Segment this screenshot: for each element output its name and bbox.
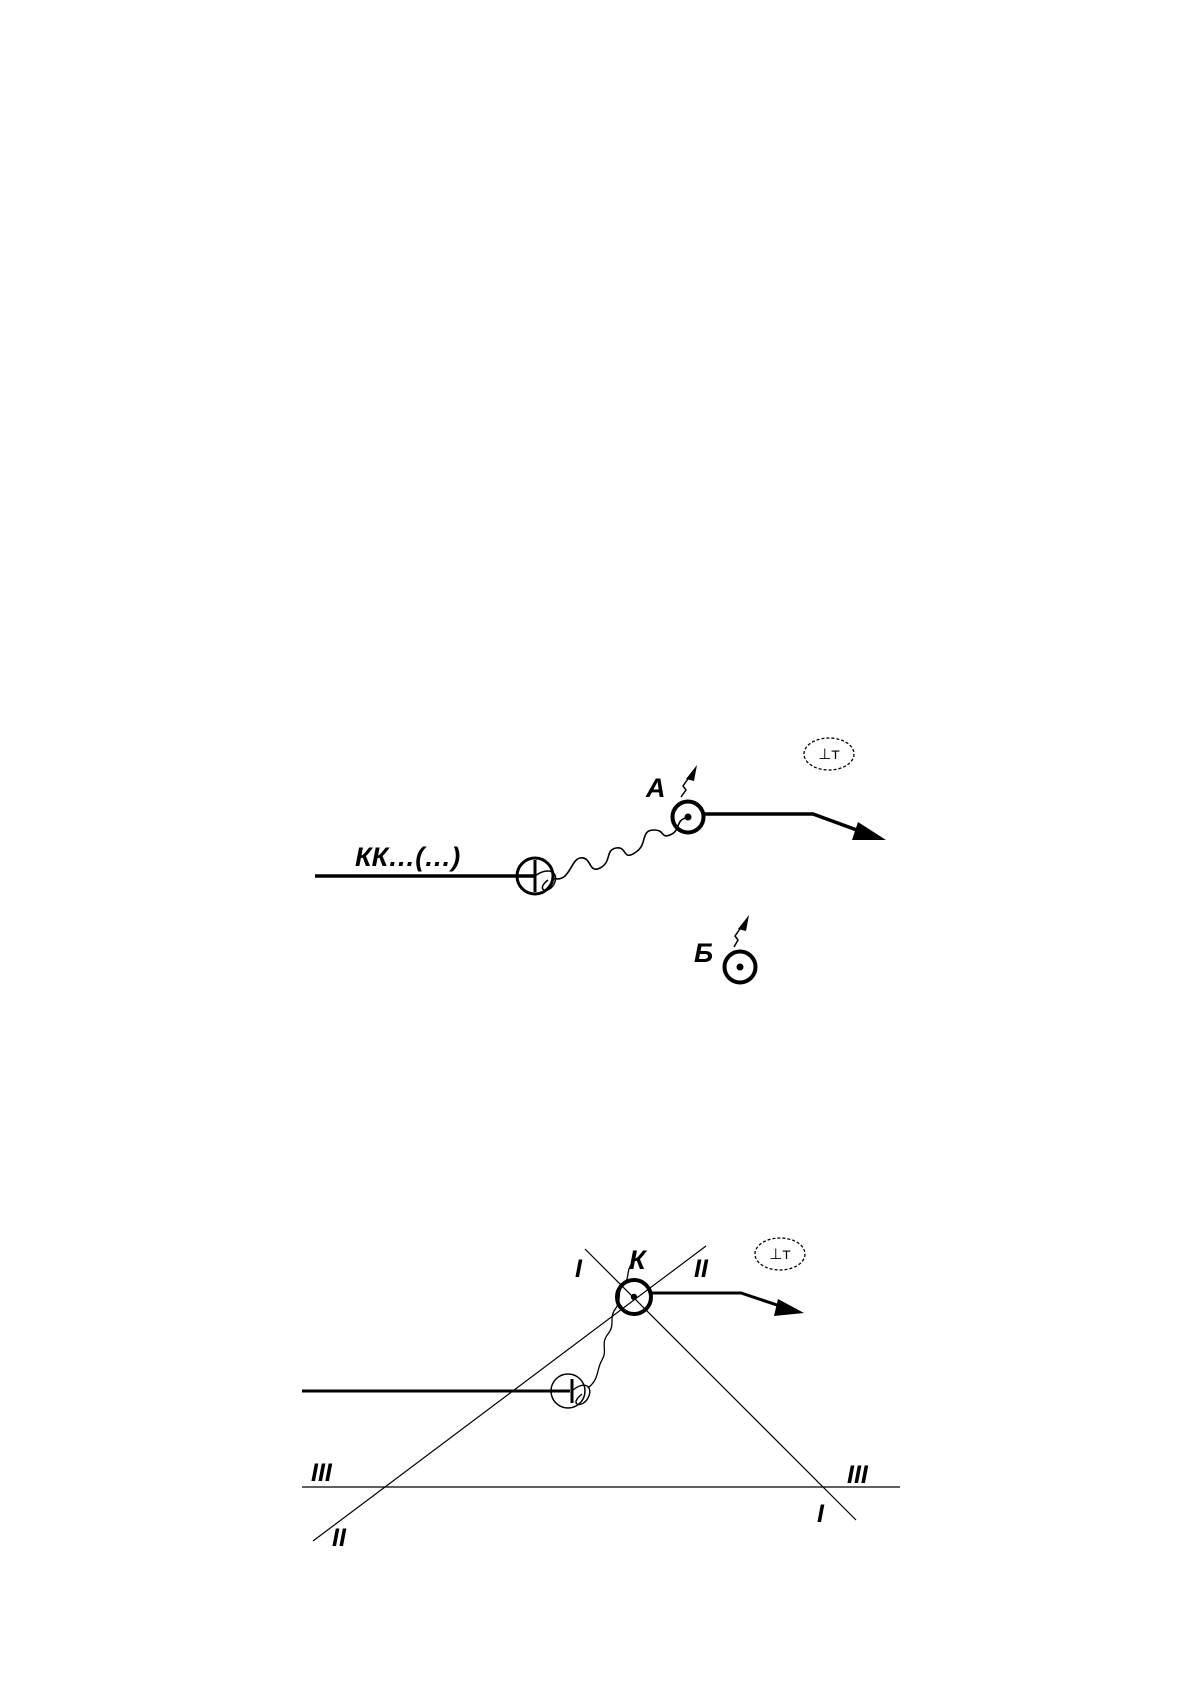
- point-b-marker: [725, 915, 756, 983]
- point-b-label: Б: [694, 938, 713, 968]
- point-a-marker: [673, 765, 704, 833]
- label-i-bottom: I: [817, 1500, 825, 1528]
- bottom-sign-symbol: ⊥т: [755, 1238, 805, 1270]
- top-output-arrow: [704, 814, 886, 840]
- label-iii-left: III: [311, 1459, 333, 1487]
- wavy-connector: [552, 818, 686, 879]
- point-a-label: А: [645, 773, 666, 803]
- top-figure: КК…(…) А ⊥т: [315, 738, 886, 983]
- top-sign-text: ⊥т: [818, 745, 840, 763]
- bottom-output-arrow: [652, 1293, 804, 1316]
- top-sign-symbol: ⊥т: [804, 738, 854, 770]
- point-k-label: К: [629, 1245, 648, 1275]
- label-iii-right: III: [847, 1461, 869, 1489]
- line-ii: [313, 1246, 706, 1541]
- line-i: [585, 1249, 856, 1520]
- top-line-label: КК…(…): [355, 842, 460, 872]
- point-k-marker: [617, 1280, 651, 1314]
- label-i-top: I: [575, 1255, 583, 1283]
- bottom-sign-text: ⊥т: [769, 1245, 791, 1263]
- label-ii-top: II: [694, 1255, 709, 1283]
- bottom-figure: К ⊥т I II III III II I: [302, 1238, 900, 1552]
- label-ii-bottom: II: [332, 1524, 347, 1552]
